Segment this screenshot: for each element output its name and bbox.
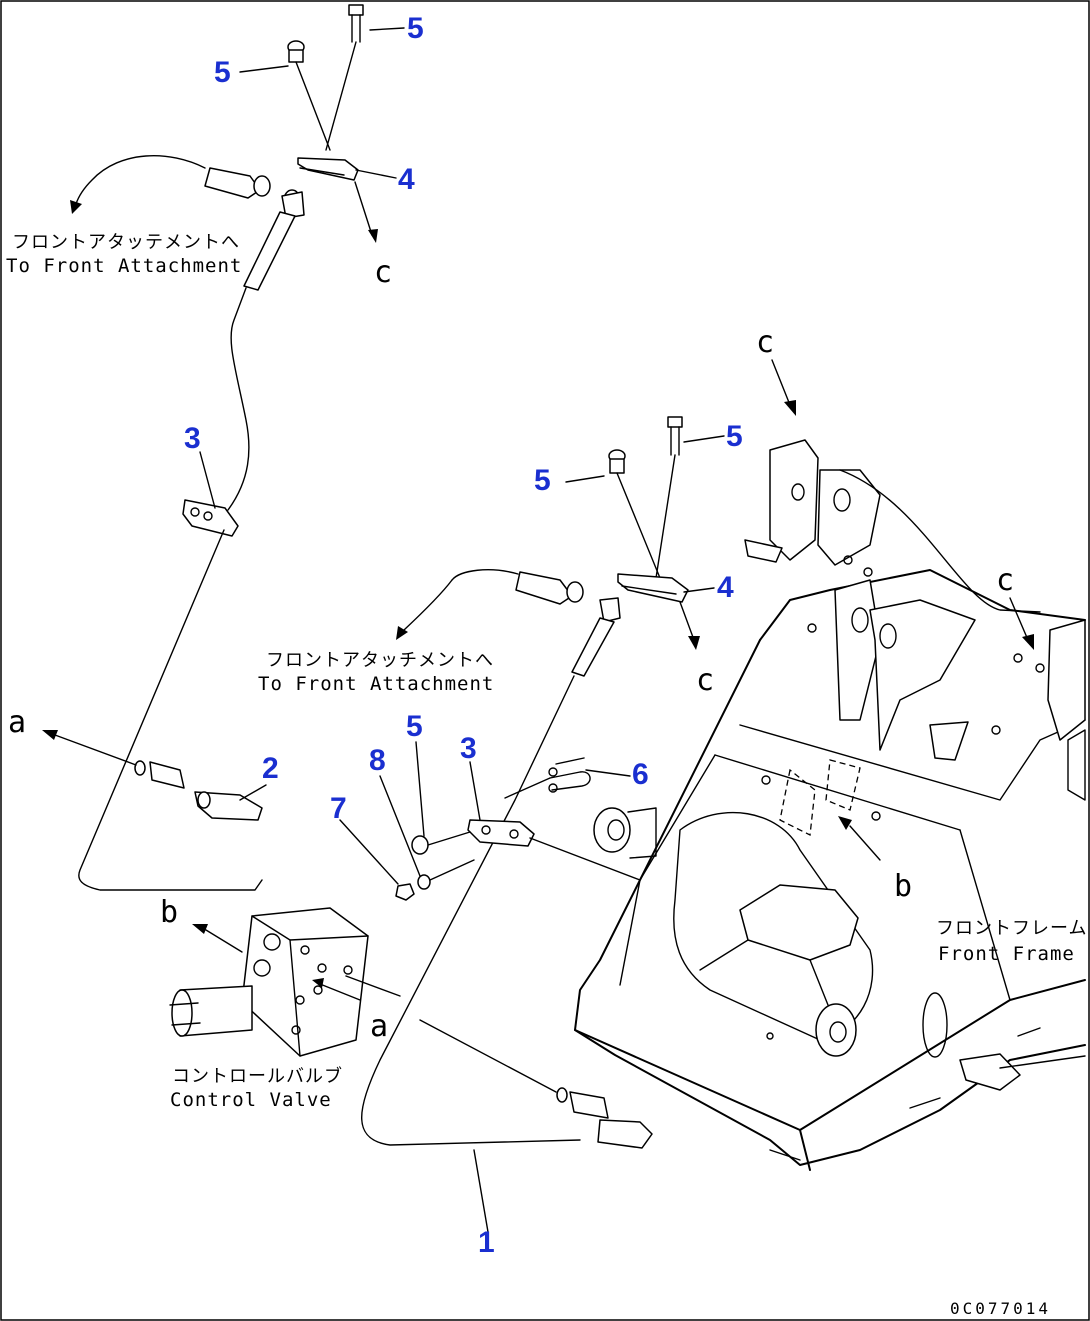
letter-a-valve: a: [370, 1009, 388, 1044]
callout-top-bolt-left: 5: [214, 56, 231, 89]
top-bolt-left: [287, 40, 331, 151]
letter-a-left: a: [8, 705, 26, 740]
callout-mid-clamp: 4: [717, 571, 734, 604]
lower-elbow-fitting: [134, 760, 263, 821]
label-valve-jp: コントロールバルブ: [172, 1065, 343, 1087]
mid-bolt-lower: [411, 831, 471, 855]
callout-mid-bolt-right: 5: [726, 420, 743, 453]
upper-hose-assembly: [42, 4, 378, 891]
mid-bolt-left: [608, 449, 661, 579]
mid-clamp: [617, 573, 700, 650]
upper-hose-fitting: [204, 167, 305, 291]
label-mid-en: To Front Attachment: [258, 673, 494, 695]
letter-c-top: c: [374, 255, 392, 290]
valve-hose-fitting: [419, 1019, 653, 1149]
label-frame-en: Front Frame: [938, 943, 1075, 965]
washer-8: [417, 859, 475, 890]
mid-clip: [467, 819, 641, 881]
callout-nut: 7: [330, 792, 347, 825]
callout-upper-clip: 3: [184, 422, 201, 455]
letter-c-frame-top: c: [756, 325, 774, 360]
front-frame: [574, 359, 1086, 1171]
label-upper-jp: フロントアタッテメントへ: [12, 232, 240, 253]
label-valve-en: Control Valve: [170, 1089, 332, 1111]
letter-b-valve: b: [160, 895, 178, 930]
callout-lower-elbow: 2: [262, 752, 279, 785]
upper-clip: [182, 499, 239, 537]
callout-hose: 1: [478, 1226, 495, 1259]
callout-mid-bolt-left: 5: [534, 464, 551, 497]
mid-hose-fitting: [515, 571, 621, 677]
u-bolt-6: [504, 757, 591, 799]
middle-hose-assembly: [361, 416, 700, 1149]
mid-bolt-right: [655, 416, 683, 579]
callout-mid-bolt-lower: 5: [406, 710, 423, 743]
control-valve: [169, 907, 401, 1057]
leader-lines: [199, 27, 725, 1233]
letter-b-frame: b: [894, 869, 912, 904]
callout-mid-clip: 3: [460, 732, 477, 765]
callout-u-bolt: 6: [632, 758, 649, 791]
nut-7: [395, 883, 415, 901]
letter-c-mid: c: [696, 663, 714, 698]
label-frame-jp: フロントフレーム: [936, 918, 1087, 939]
top-clamp: [297, 157, 378, 243]
label-upper-en: To Front Attachment: [6, 255, 242, 277]
top-bolt-right: [325, 4, 364, 151]
callout-washer: 8: [369, 744, 386, 777]
callout-top-clamp: 4: [398, 163, 415, 196]
drawing-code: 0C077014: [950, 1299, 1051, 1318]
callout-top-bolt-right: 5: [407, 12, 424, 45]
letter-c-right: c: [996, 563, 1014, 598]
label-mid-jp: フロントアタッチメントへ: [266, 650, 494, 671]
